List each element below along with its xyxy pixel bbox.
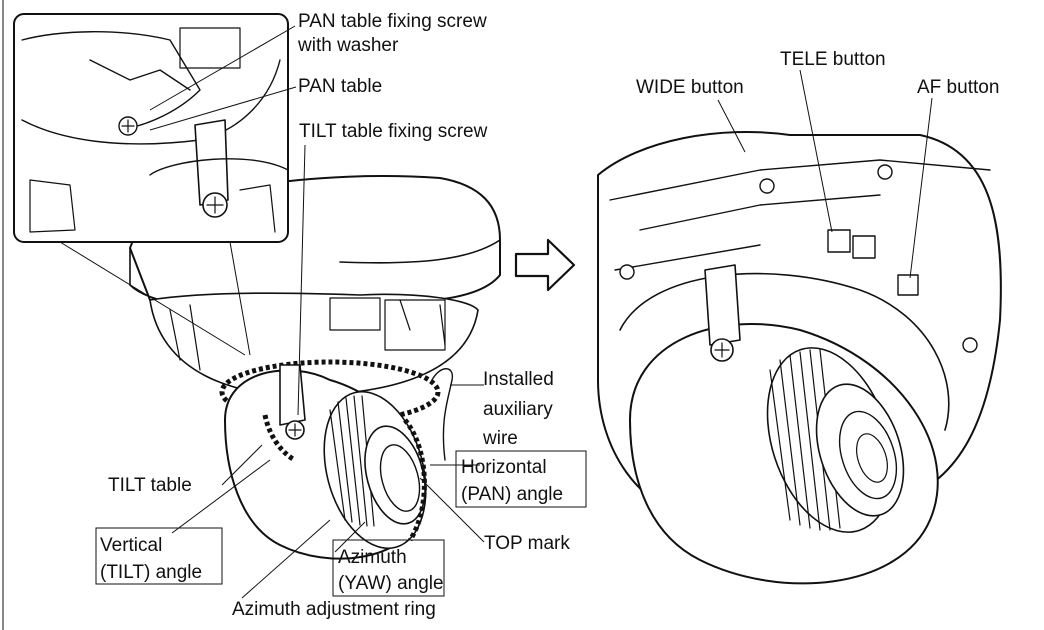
- label-pan-fixing-screw-washer: with washer: [297, 35, 399, 56]
- label-installed-aux-wire-2: auxiliary: [483, 399, 553, 420]
- label-azimuth-ring: Azimuth adjustment ring: [232, 599, 436, 620]
- label-pan-table: PAN table: [298, 76, 382, 97]
- label-vertical-angle-1: Vertical: [100, 535, 162, 556]
- wide-button-part: [827, 229, 851, 253]
- horizontal-pan-dotted-ring: [219, 359, 441, 425]
- leader-lines: [149, 25, 933, 599]
- label-installed-aux-wire-3: wire: [482, 428, 518, 449]
- left-camera-illustration: [129, 175, 501, 560]
- vertical-tilt-dotted-arc: [262, 414, 297, 463]
- label-tilt-fixing-screw: TILT table fixing screw: [299, 121, 488, 142]
- vertical-angle-box: [95, 527, 223, 585]
- label-top-mark: TOP mark: [484, 533, 570, 554]
- label-installed-aux-wire-1: Installed: [483, 369, 554, 390]
- label-horizontal-angle-1: Horizontal: [461, 457, 547, 478]
- tele-button-part: [852, 235, 876, 259]
- zoom-inset: [13, 13, 289, 243]
- label-horizontal-angle-2: (PAN) angle: [461, 484, 563, 505]
- label-vertical-angle-2: (TILT) angle: [100, 562, 202, 583]
- horizontal-angle-box: [455, 450, 587, 508]
- af-button-part: [897, 274, 919, 296]
- label-tele-button: TELE button: [780, 49, 886, 70]
- azimuth-angle-box: [332, 539, 445, 597]
- label-tilt-table: TILT table: [108, 475, 192, 496]
- azimuth-dotted-arc: [403, 418, 427, 542]
- label-pan-fixing-screw: PAN table fixing screw: [298, 11, 487, 32]
- labels: PAN table fixing screw with washer PAN t…: [95, 11, 999, 620]
- label-azimuth-angle-1: Azimuth: [338, 547, 407, 568]
- label-azimuth-angle-2: (YAW) angle: [338, 573, 444, 594]
- right-camera-illustration: [597, 130, 1002, 585]
- right-arrow-icon: [514, 238, 576, 292]
- label-af-button: AF button: [917, 77, 999, 98]
- label-wide-button: WIDE button: [636, 77, 744, 98]
